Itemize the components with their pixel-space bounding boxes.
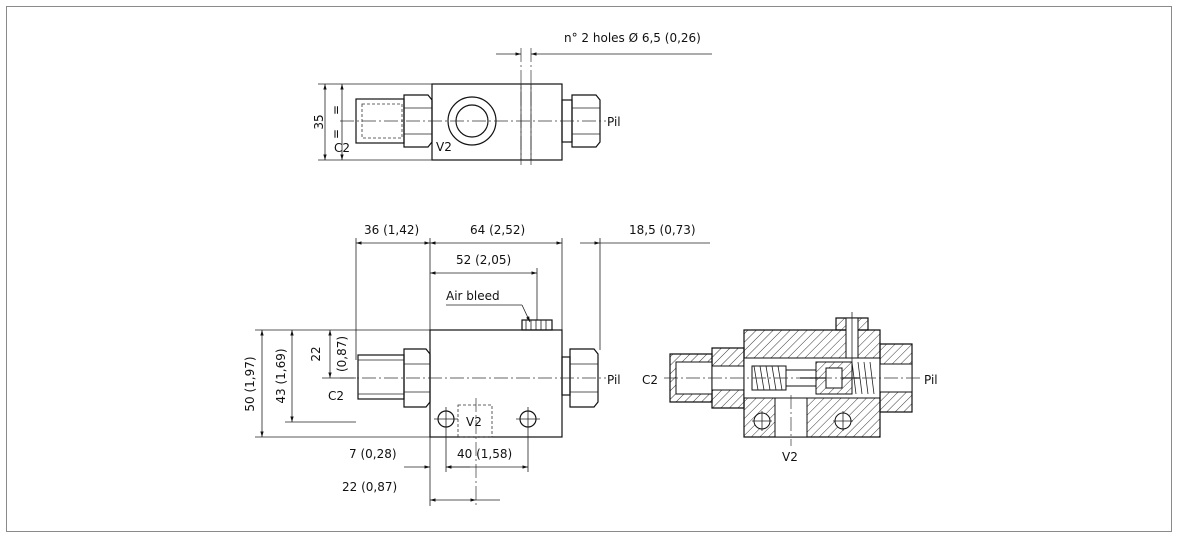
top-equal-mark-upper: = bbox=[329, 105, 343, 115]
top-dim-height: 35 bbox=[312, 114, 326, 129]
dim-hole-spacing: 40 (1,58) bbox=[457, 447, 512, 461]
top-pil-fitting bbox=[571, 94, 601, 148]
drawing-frame bbox=[6, 6, 1172, 532]
front-port-v2: V2 bbox=[466, 415, 482, 429]
dim-bleed-position: 52 (2,05) bbox=[456, 253, 511, 267]
top-port-v2: V2 bbox=[436, 140, 452, 154]
dim-axis-top-in: (0,87) bbox=[335, 336, 349, 372]
front-view: 36 (1,42) 64 (2,52) 18,5 (0,73) 52 (2,05… bbox=[243, 223, 710, 506]
front-c2-fitting bbox=[357, 354, 405, 400]
section-port-c2: C2 bbox=[642, 373, 658, 387]
air-bleed-screw bbox=[521, 319, 553, 331]
top-port-c2: C2 bbox=[334, 141, 350, 155]
section-port-pil: Pil bbox=[924, 373, 938, 387]
dim-axis-top-mm: 22 bbox=[309, 346, 323, 361]
section-port-v2: V2 bbox=[782, 450, 798, 464]
top-port-pil: Pil bbox=[607, 115, 621, 129]
front-left-hex-nut bbox=[403, 348, 431, 408]
top-equal-mark-lower: = bbox=[329, 129, 343, 139]
dim-hole-offset: 7 (0,28) bbox=[349, 447, 397, 461]
front-port-pil: Pil bbox=[607, 373, 621, 387]
section-view: C2 V2 Pil bbox=[642, 312, 938, 464]
holes-note: n° 2 holes Ø 6,5 (0,26) bbox=[564, 31, 701, 45]
front-port-c2: C2 bbox=[328, 389, 344, 403]
top-view: 35 = = n° 2 holes Ø 6,5 (0,26) C2 V2 Pil bbox=[312, 31, 712, 165]
dim-right-width: 18,5 (0,73) bbox=[629, 223, 696, 237]
front-v2-port-hidden bbox=[457, 404, 493, 438]
dim-v2-offset: 22 (0,87) bbox=[342, 480, 397, 494]
front-valve-body bbox=[429, 329, 563, 438]
dim-total-height: 50 (1,97) bbox=[243, 356, 257, 411]
dim-axis-height: 43 (1,69) bbox=[274, 348, 288, 403]
dim-left-width: 36 (1,42) bbox=[364, 223, 419, 237]
air-bleed-label: Air bleed bbox=[446, 289, 500, 303]
front-pil-fitting bbox=[569, 348, 599, 408]
dim-body-width: 64 (2,52) bbox=[470, 223, 525, 237]
